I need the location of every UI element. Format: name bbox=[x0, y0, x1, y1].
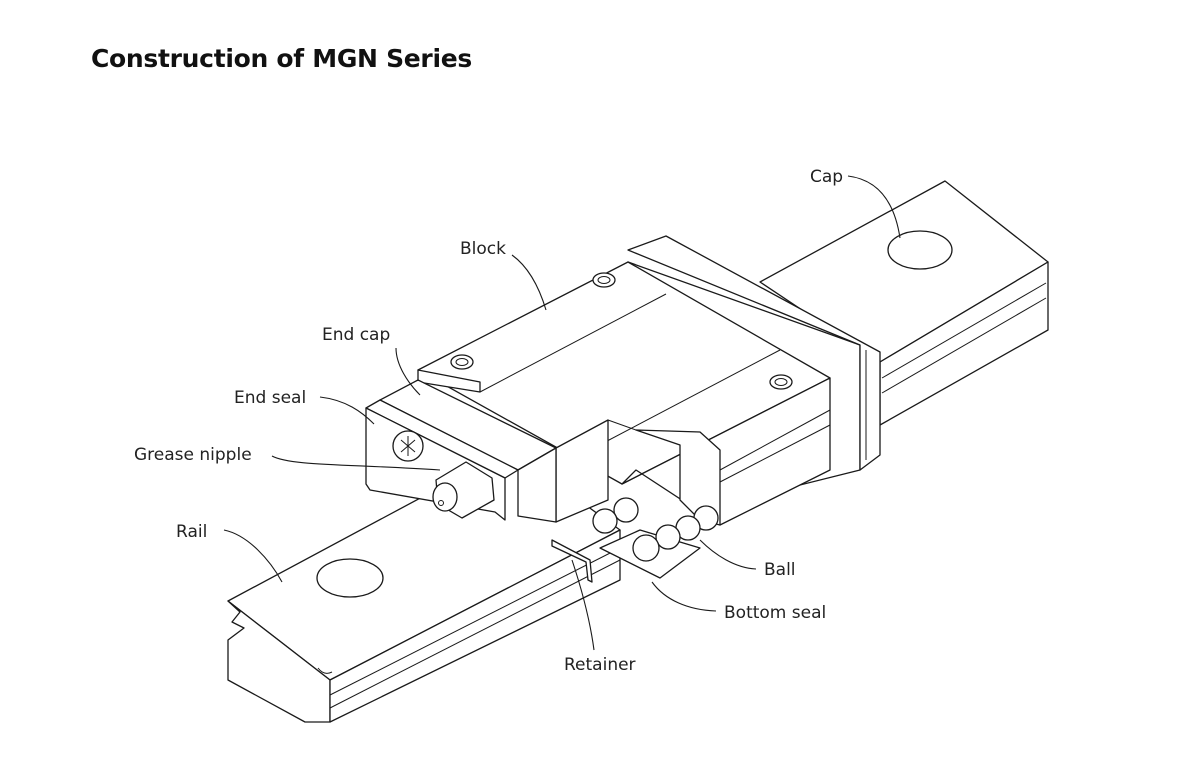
label-grease-nipple: Grease nipple bbox=[134, 445, 252, 465]
block bbox=[417, 235, 881, 526]
label-rail: Rail bbox=[176, 522, 207, 542]
rail bbox=[227, 180, 1049, 723]
screw-icon bbox=[392, 430, 424, 462]
label-end-cap: End cap bbox=[322, 325, 390, 345]
rail-mounting-hole-front bbox=[316, 558, 384, 598]
label-cap: Cap bbox=[810, 167, 843, 187]
leader-lines bbox=[223, 175, 901, 651]
block-tap-holes bbox=[450, 272, 793, 390]
cap-hole bbox=[887, 230, 953, 270]
label-block: Block bbox=[460, 239, 506, 259]
label-bottom-seal: Bottom seal bbox=[724, 603, 826, 623]
page-title: Construction of MGN Series bbox=[91, 44, 472, 73]
grease-nipple-part bbox=[432, 461, 495, 519]
label-retainer: Retainer bbox=[564, 655, 636, 675]
retainer-part bbox=[551, 539, 593, 583]
label-ball: Ball bbox=[764, 560, 796, 580]
label-end-seal: End seal bbox=[234, 388, 306, 408]
balls bbox=[592, 497, 719, 562]
